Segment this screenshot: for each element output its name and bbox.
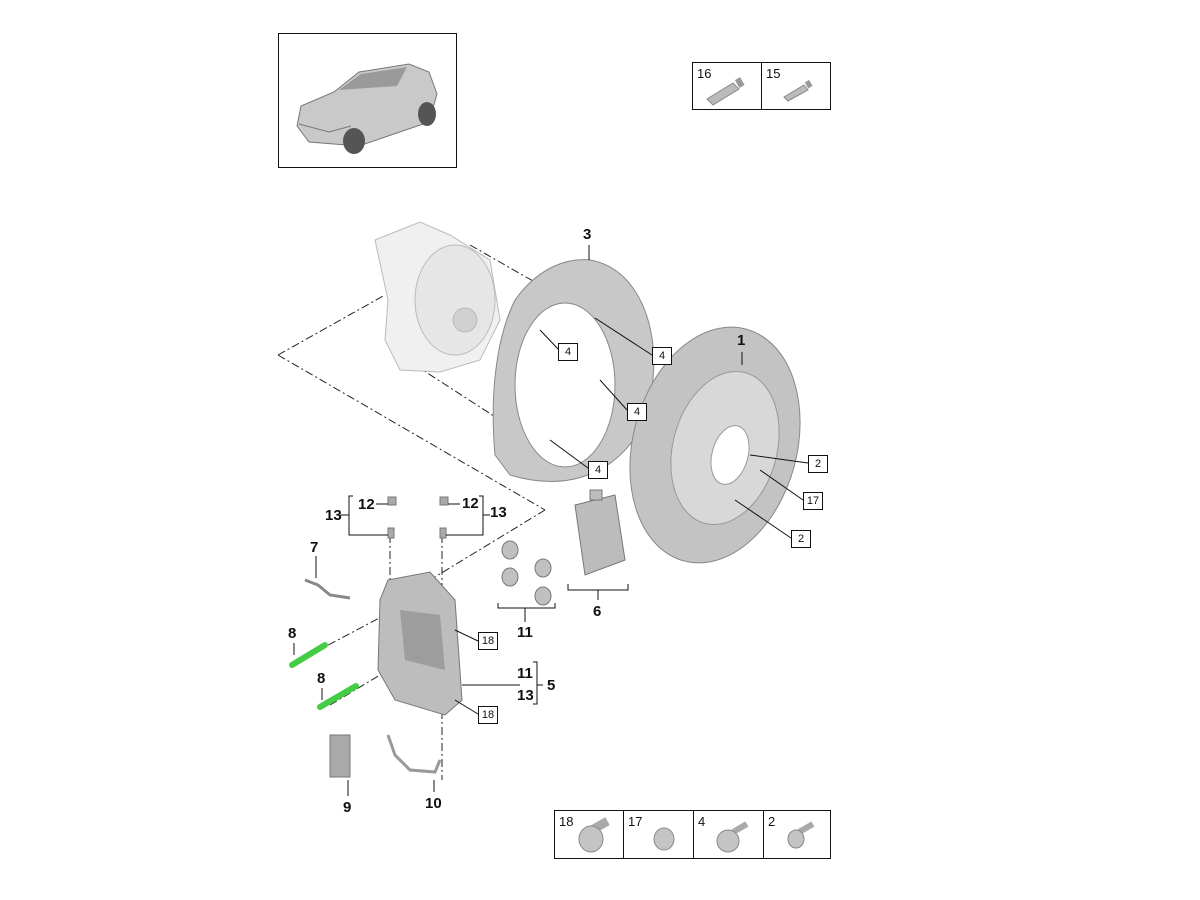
callout-caliper-flange-bolt: 18 — [478, 632, 498, 650]
callout-disc-screw: 2 — [808, 455, 828, 473]
legend-label: 15 — [766, 66, 781, 81]
callout-spring: 9 — [343, 799, 352, 816]
brake-disc — [629, 326, 801, 564]
lubricants-legend: 16 15 — [692, 62, 831, 110]
legend-cell-16: 16 — [693, 63, 762, 109]
leader-line — [277, 294, 386, 356]
callout-bleed-cap: 13 — [490, 504, 507, 521]
torx-screw-icon — [716, 821, 749, 853]
leader-line — [429, 509, 546, 581]
leader-line — [277, 354, 546, 511]
callout-disc-plug: 17 — [803, 492, 823, 510]
callout-wear-sensor: 7 — [310, 539, 319, 556]
caliper-bolts — [289, 642, 359, 710]
legend-cell-17: 17 — [624, 811, 694, 858]
brake-line — [386, 734, 442, 774]
fasteners-legend: 18 17 4 2 — [554, 810, 831, 859]
tube-icon — [783, 79, 813, 102]
callout-caliper-seals: 11 — [517, 665, 533, 682]
brake-pads — [574, 489, 626, 576]
callout-brake-line: 10 — [425, 795, 442, 812]
callout-caliper-flange-bolt: 18 — [478, 706, 498, 724]
callout-shield-screw: 4 — [652, 347, 672, 365]
legend-label: 4 — [698, 814, 706, 829]
callout-bleed-screw: 12 — [462, 495, 479, 512]
car-icon — [296, 63, 438, 154]
callout-seals: 11 — [517, 624, 533, 641]
callout-caliper-bolt: 8 — [317, 670, 326, 687]
callout-shield-screw: 4 — [588, 461, 608, 479]
callout-disc-screw: 2 — [791, 530, 811, 548]
legend-label: 17 — [628, 814, 643, 829]
legend-label: 2 — [768, 814, 776, 829]
legend-cell-15: 15 — [762, 63, 830, 109]
callout-caliper-cap: 13 — [517, 687, 534, 704]
callout-caliper: 5 — [547, 677, 556, 694]
legend-cell-2: 2 — [764, 811, 830, 858]
legend-cell-18: 18 — [555, 811, 624, 858]
tube-icon — [706, 77, 745, 106]
legend-cell-4: 4 — [694, 811, 764, 858]
brake-caliper — [377, 571, 463, 716]
callout-brake-pads: 6 — [593, 603, 602, 620]
legend-label: 18 — [559, 814, 574, 829]
countersunk-screw-icon — [787, 821, 815, 849]
anti-rattle-spring — [329, 734, 351, 778]
callout-shield-screw: 4 — [558, 343, 578, 361]
callout-bleed-cap: 13 — [325, 507, 342, 524]
leader-line — [414, 364, 501, 421]
brake-dust-shield — [492, 259, 655, 482]
callout-bleed-screw: 12 — [358, 496, 375, 513]
piston-seals — [501, 540, 552, 606]
wheel-carrier — [374, 221, 501, 373]
legend-label: 16 — [697, 66, 712, 81]
flange-bolt-icon — [578, 817, 610, 853]
callout-brake-disc: 1 — [737, 332, 746, 349]
callout-disc-shield: 3 — [583, 226, 592, 243]
wear-sensor — [304, 578, 351, 600]
callout-caliper-bolt: 8 — [288, 625, 297, 642]
leader-line — [469, 244, 541, 286]
vehicle-thumbnail — [278, 33, 457, 168]
callout-shield-screw: 4 — [627, 403, 647, 421]
plug-icon — [653, 827, 675, 851]
